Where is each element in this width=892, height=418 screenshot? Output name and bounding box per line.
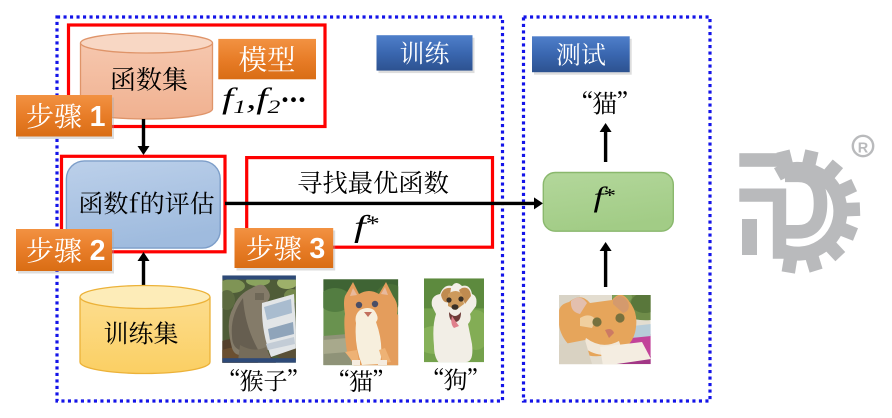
- svg-text:R: R: [858, 141, 869, 157]
- svg-text:2: 2: [90, 235, 106, 267]
- svg-text:1: 1: [90, 101, 106, 133]
- svg-text:f1,f2: f1,f2: [222, 81, 280, 117]
- svg-text:3: 3: [309, 233, 325, 265]
- svg-text:f*: f*: [354, 209, 380, 244]
- svg-text:f*: f*: [594, 182, 616, 213]
